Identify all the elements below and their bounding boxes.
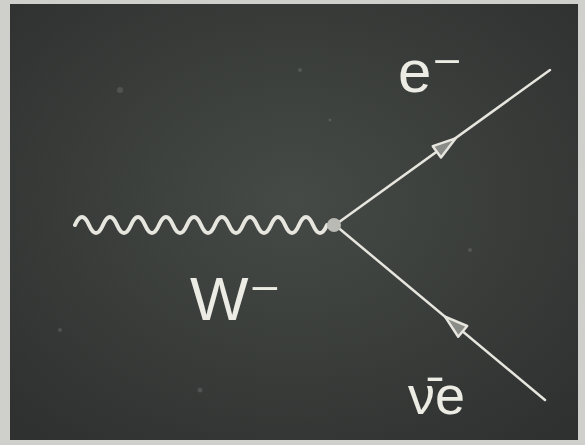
chalkboard bbox=[10, 4, 578, 440]
fermion-arrowhead bbox=[433, 133, 460, 158]
interaction-vertex bbox=[327, 218, 341, 232]
particle-label: W⁻ bbox=[190, 268, 281, 330]
chalk-dust bbox=[58, 68, 472, 393]
w-boson-wavy-line bbox=[75, 217, 327, 233]
fermion-arrowhead bbox=[441, 311, 468, 336]
particle-label: ν̄e bbox=[408, 368, 465, 422]
particle-label: e⁻ bbox=[398, 42, 463, 102]
